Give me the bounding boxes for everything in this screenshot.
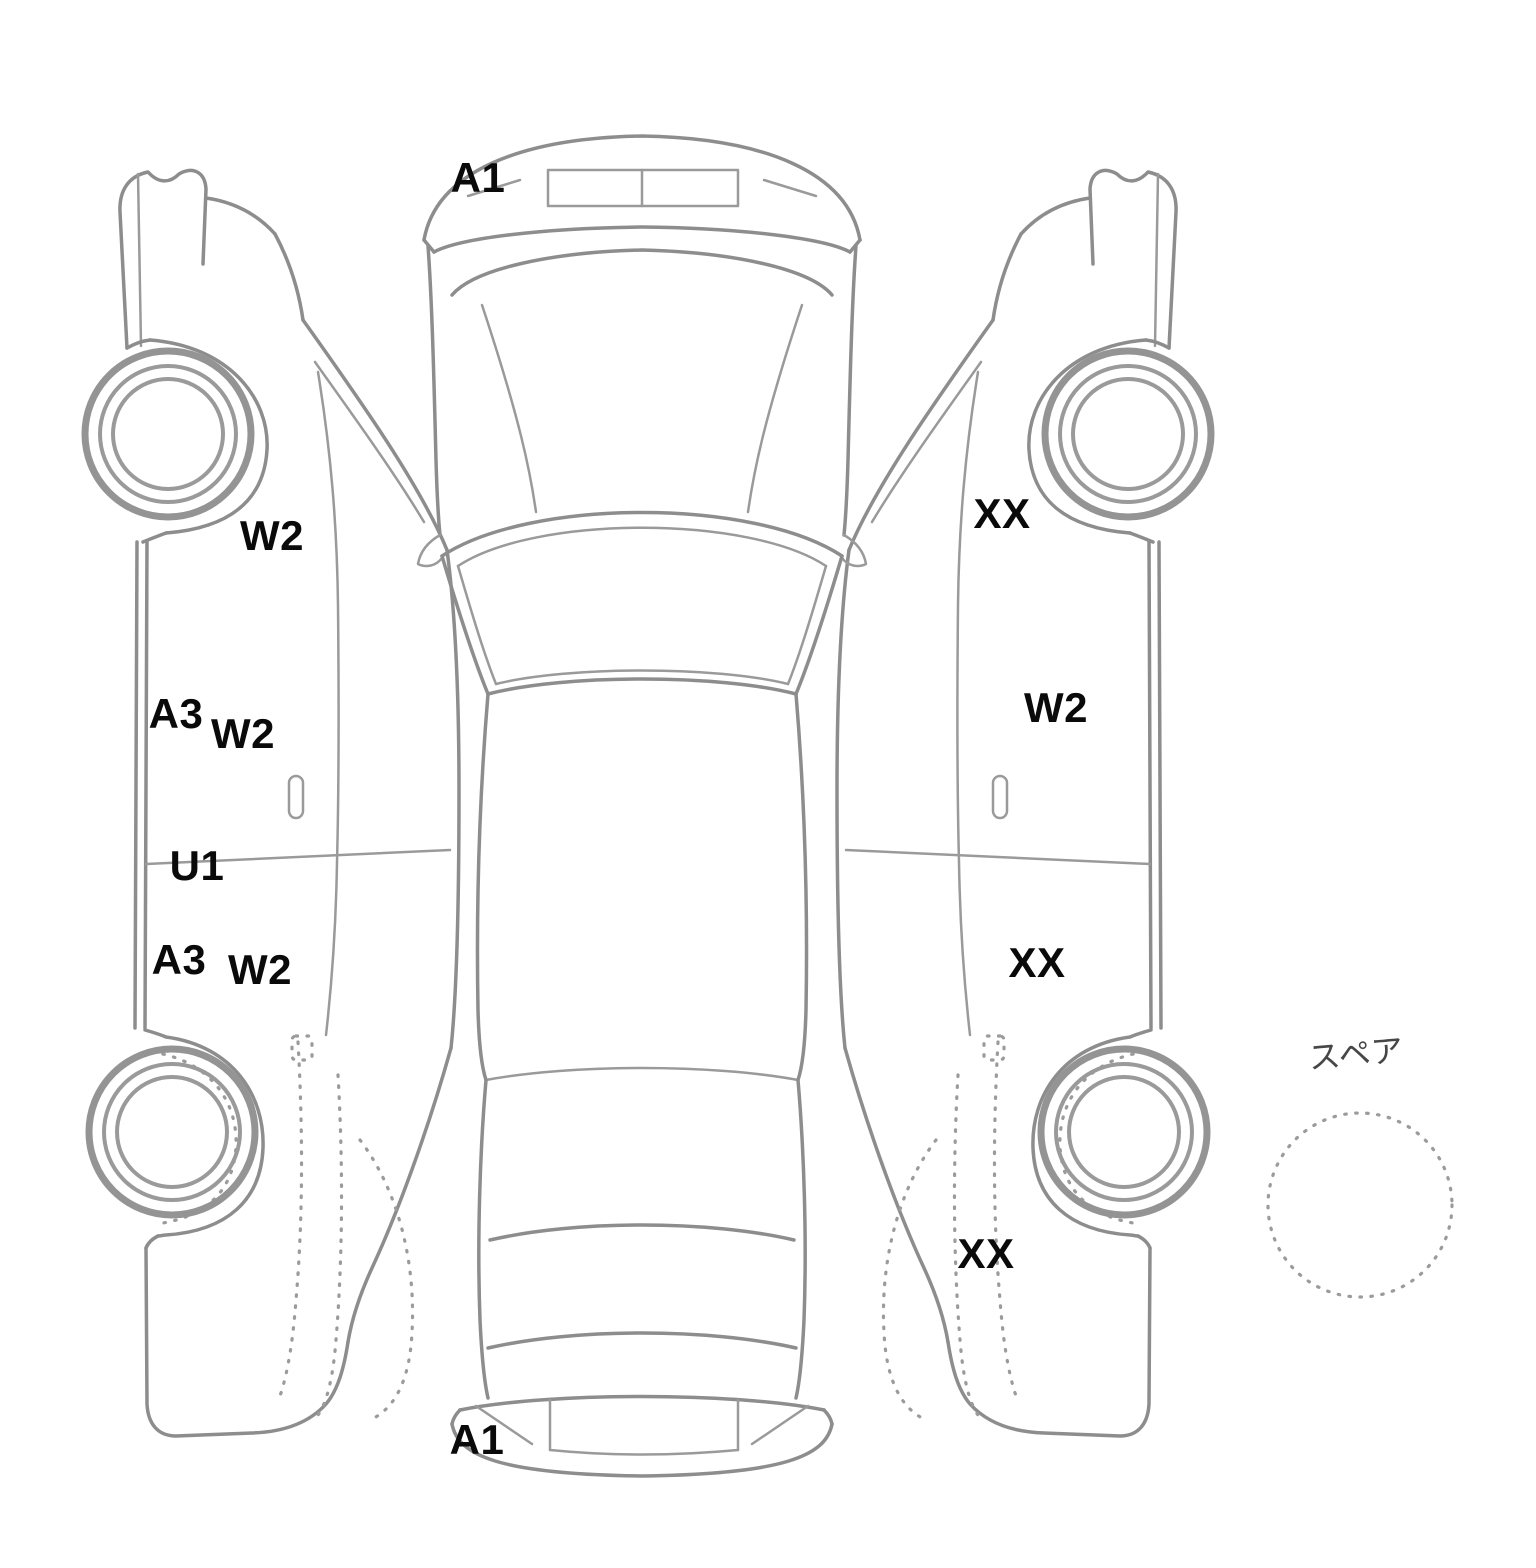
label-left-rear-door-code-b: W2 xyxy=(228,946,292,993)
label-spare-tire: スペア xyxy=(1306,1031,1406,1077)
left-side-view xyxy=(85,170,459,1436)
label-rear-bumper-code: A1 xyxy=(449,1416,505,1463)
label-front-bumper-code: A1 xyxy=(450,154,506,201)
top-view xyxy=(416,134,868,1478)
label-right-quarter-code: XX xyxy=(957,1230,1015,1277)
label-left-rocker-code: U1 xyxy=(169,842,225,889)
label-right-front-door-code: W2 xyxy=(1024,684,1088,731)
label-left-front-door-code-a: A3 xyxy=(148,690,204,737)
right-side-view xyxy=(837,170,1211,1436)
label-left-front-door-code-b: W2 xyxy=(211,710,275,757)
label-left-fender-code: W2 xyxy=(240,512,304,559)
label-right-fender-code: XX xyxy=(973,490,1031,537)
spare-tire xyxy=(1266,1111,1454,1299)
label-right-rear-door-code: XX xyxy=(1008,939,1066,986)
label-left-rear-door-code-a: A3 xyxy=(151,936,207,983)
